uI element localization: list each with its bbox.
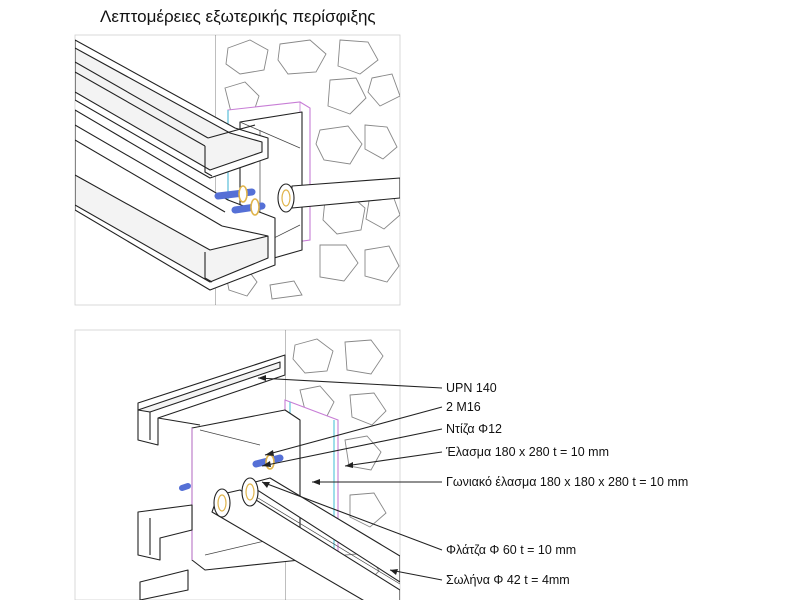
- leader-bolts: [264, 406, 443, 456]
- top-upn-channel-lower: [75, 109, 276, 291]
- top-tube: [277, 177, 400, 213]
- bottom-tubes: [211, 477, 400, 600]
- label-angle-plate: Γωνιακό έλασμα 180 x 180 x 280 t = 10 mm: [446, 475, 688, 489]
- top-detail: [74, 34, 401, 306]
- drawing-title: Λεπτομέρειες εξωτερικής περίσφιξης: [100, 7, 376, 26]
- top-bolts: [214, 185, 266, 216]
- leader-upn: [257, 377, 443, 389]
- bottom-detail: UPN 140 2 M16 Ντίζα Φ12 Έλασμα 180 x 280…: [74, 329, 688, 600]
- label-upn-140: UPN 140: [446, 381, 497, 395]
- leader-lines: [257, 375, 443, 581]
- bottom-upn-channel-lower: [137, 504, 193, 600]
- leader-rod: [261, 428, 443, 467]
- leader-tube: [389, 569, 443, 581]
- callout-labels: UPN 140 2 M16 Ντίζα Φ12 Έλασμα 180 x 280…: [445, 381, 688, 587]
- label-rod: Ντίζα Φ12: [446, 422, 502, 436]
- label-2-m16: 2 M16: [446, 400, 481, 414]
- leader-plate: [344, 451, 443, 467]
- label-tube: Σωλήνα Φ 42 t = 4mm: [446, 573, 570, 587]
- label-flange: Φλάτζα Φ 60 t = 10 mm: [446, 543, 576, 557]
- leader-flange: [261, 481, 443, 551]
- bottom-detail-frame: [74, 329, 401, 600]
- label-plate: Έλασμα 180 x 280 t = 10 mm: [445, 445, 609, 459]
- top-upn-channel-upper: [75, 39, 269, 179]
- bottom-upn-channel-upper: [137, 354, 286, 446]
